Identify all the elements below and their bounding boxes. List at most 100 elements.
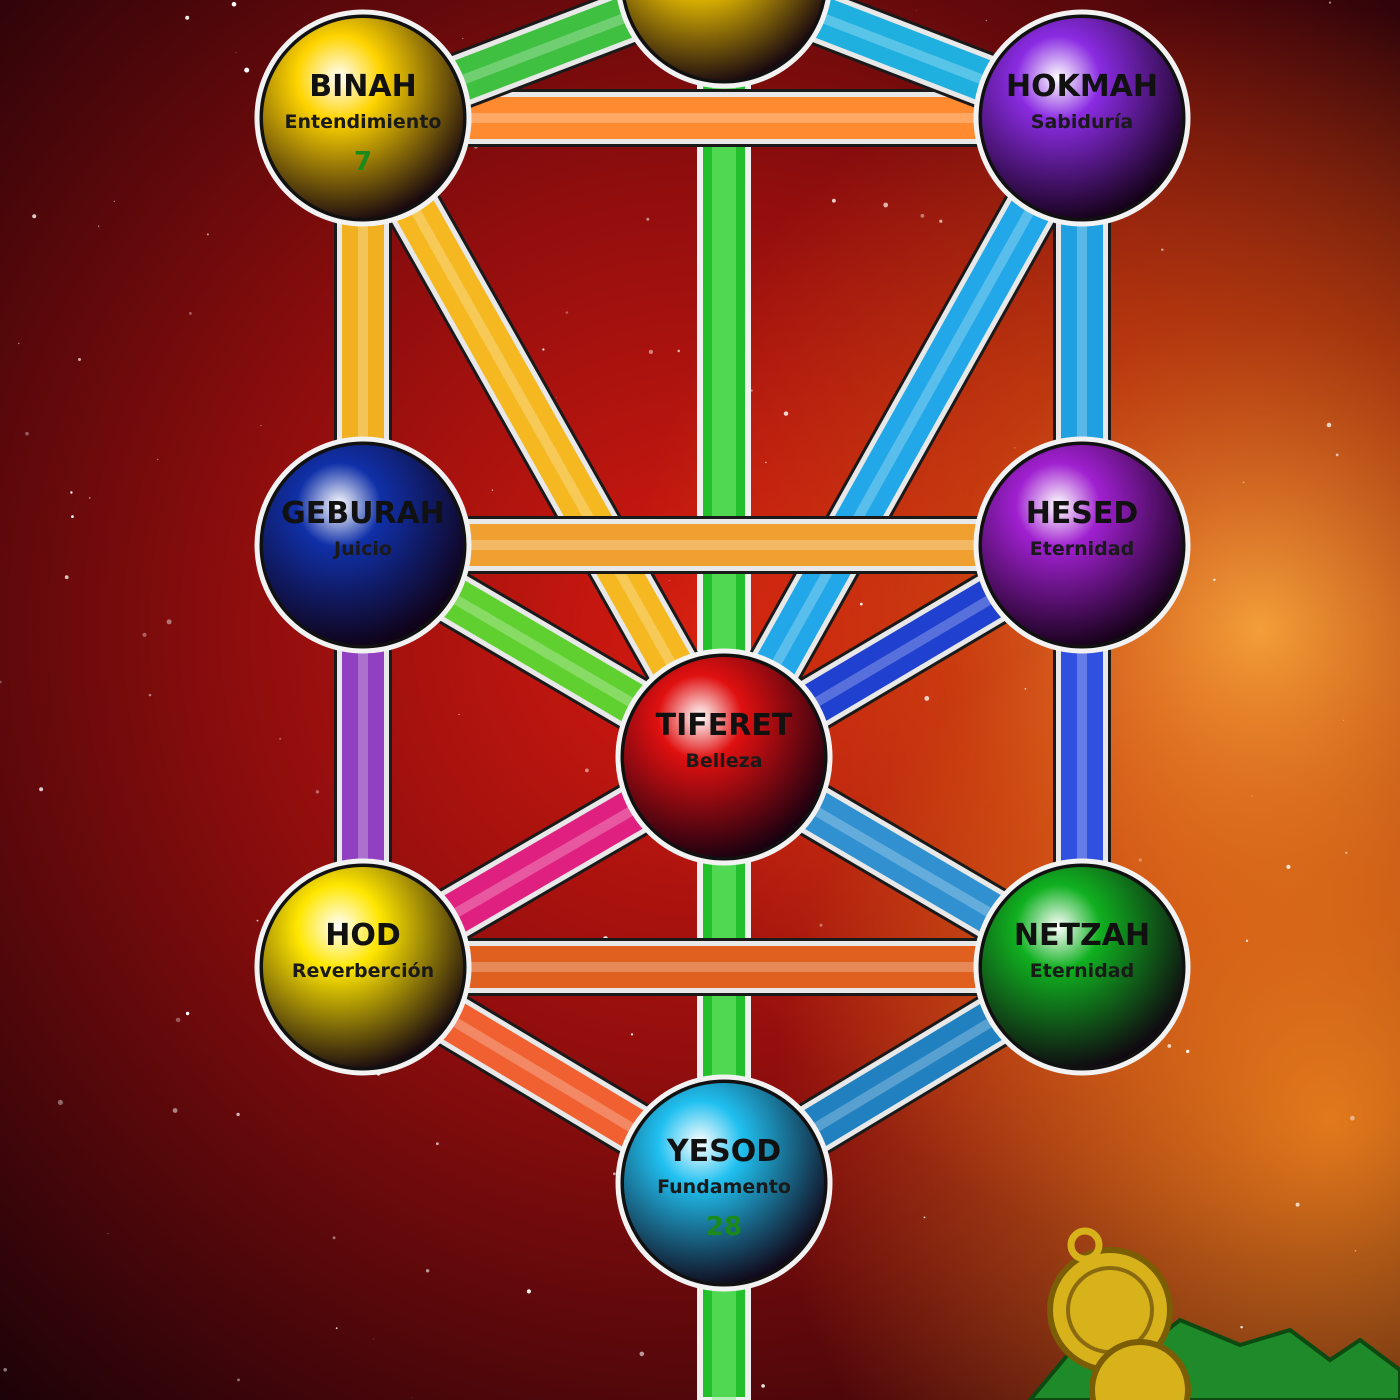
star xyxy=(542,348,545,351)
sephira-name: GEBURAH xyxy=(281,496,445,531)
star xyxy=(113,200,116,203)
star xyxy=(436,1142,439,1146)
star xyxy=(244,67,250,73)
star xyxy=(64,575,69,580)
star xyxy=(1326,422,1332,428)
star xyxy=(648,349,654,354)
sephira-subtitle: Eternidad xyxy=(1030,960,1134,982)
sephira-sphere xyxy=(982,867,1182,1067)
star xyxy=(677,349,680,353)
star xyxy=(185,15,190,20)
star xyxy=(231,1,237,7)
star xyxy=(279,737,282,740)
star xyxy=(88,497,91,499)
star xyxy=(235,51,237,54)
sephira-sphere xyxy=(624,657,824,857)
star xyxy=(1328,1,1332,4)
sephira-subtitle: Eternidad xyxy=(1030,538,1134,560)
sephira-sphere xyxy=(263,445,463,645)
star xyxy=(832,198,836,203)
star xyxy=(639,1351,645,1357)
star xyxy=(236,1112,240,1117)
sephira-subtitle: Sabiduría xyxy=(1031,111,1133,133)
star xyxy=(57,1099,64,1105)
star xyxy=(1342,719,1344,721)
star xyxy=(1354,1249,1357,1252)
star xyxy=(185,1011,190,1016)
sephira-subtitle: Reverberción xyxy=(292,960,434,982)
sephira-subtitle: Fundamento xyxy=(657,1176,791,1198)
star xyxy=(32,214,37,219)
sephira-yesod: YESOD Fundamento 28 xyxy=(615,1074,833,1292)
star xyxy=(335,1327,338,1330)
sephira-subtitle: Entendimiento xyxy=(285,111,442,133)
star xyxy=(585,768,589,773)
star xyxy=(1242,481,1245,484)
sephira-name: NETZAH xyxy=(1014,918,1150,953)
gold-medallion-icon xyxy=(1027,1227,1400,1400)
sephira-geburah: GEBURAH Juicio xyxy=(254,436,472,654)
star xyxy=(765,461,767,464)
star xyxy=(148,693,152,697)
star xyxy=(646,217,650,221)
star xyxy=(915,10,917,12)
star xyxy=(107,1232,109,1235)
sephira-tiferet: TIFERET Belleza xyxy=(615,648,833,866)
star xyxy=(1186,1049,1190,1054)
star xyxy=(411,1397,413,1399)
sephira-name: HOD xyxy=(325,918,401,953)
star xyxy=(1295,1202,1300,1207)
star xyxy=(332,1236,336,1240)
star xyxy=(260,425,262,427)
star xyxy=(565,311,569,314)
star xyxy=(613,1172,616,1176)
sephira-subtitle: Juicio xyxy=(332,538,392,560)
star xyxy=(1286,864,1291,870)
star xyxy=(1240,1326,1243,1329)
sephira-sphere xyxy=(982,18,1182,218)
star xyxy=(157,458,159,460)
star xyxy=(783,411,789,416)
sephira-number: 7 xyxy=(354,147,372,177)
star xyxy=(98,225,100,227)
sephira-sphere xyxy=(624,1083,824,1283)
sephira-name: TIFERET xyxy=(656,708,793,743)
sephira-sphere xyxy=(626,0,822,80)
sephira-name: HESED xyxy=(1026,496,1139,531)
star xyxy=(175,1017,181,1023)
sephira-hesed: HESED Eternidad xyxy=(973,436,1191,654)
star xyxy=(1014,447,1016,449)
sephira-keter xyxy=(617,0,831,89)
nodes-layer: BINAHEntendimiento7HOKMAHSabiduríaGEBURA… xyxy=(254,0,1191,1292)
path-hokmah-tiferet xyxy=(698,103,1108,772)
star xyxy=(70,491,73,494)
star xyxy=(920,213,925,218)
sephira-number: 28 xyxy=(706,1212,742,1242)
star xyxy=(189,312,192,315)
star xyxy=(39,787,44,792)
star xyxy=(526,1289,532,1294)
star xyxy=(630,1033,634,1036)
sephira-subtitle: Belleza xyxy=(685,750,762,772)
star xyxy=(819,923,823,927)
sephira-sphere xyxy=(982,445,1182,645)
star xyxy=(166,619,172,625)
sephira-hod: HOD Reverberción xyxy=(254,858,472,1076)
star xyxy=(462,38,464,39)
sephira-netzah: NETZAH Eternidad xyxy=(973,858,1191,1076)
star xyxy=(556,396,557,398)
sephira-name: YESOD xyxy=(666,1134,781,1169)
star xyxy=(25,431,29,436)
star xyxy=(939,219,943,223)
star xyxy=(761,1384,765,1388)
star xyxy=(1167,1044,1172,1048)
star xyxy=(256,919,259,922)
star xyxy=(923,1216,926,1219)
star xyxy=(206,233,209,236)
sephira-sphere xyxy=(263,867,463,1067)
sephira-sphere xyxy=(263,18,463,218)
star xyxy=(142,632,147,637)
